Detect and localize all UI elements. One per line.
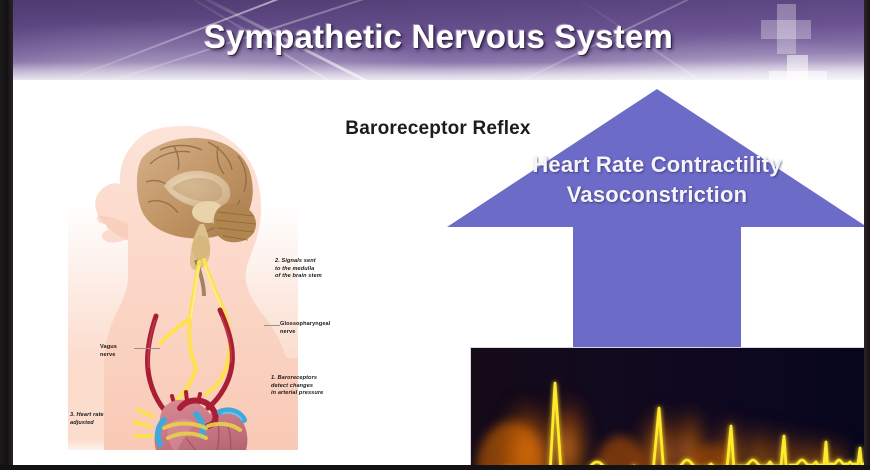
frame-left-border [0,0,13,470]
upward-arrow-shape [447,89,867,353]
annotation-heart-rate-adjusted: 3. Heart rate adjusted [70,412,104,426]
page-title: Sympathetic Nervous System [203,18,674,55]
annotation-glossopharyngeal-nerve: Glossopharyngeal nerve [280,321,331,335]
frame-bottom-border [0,465,870,470]
head-and-heart-diagram [95,126,298,450]
annotation-baroreceptors: 1. Baroreceptors detect changes in arter… [271,375,324,397]
annotation-vagus-nerve: Vagus nerve [100,344,117,358]
slide-header: Sympathetic Nervous System [13,0,864,86]
leader-line [134,348,160,349]
leader-line [264,325,280,326]
slide-body: Baroreceptor Reflex [13,80,869,470]
ecg-waveform-image [471,348,869,470]
baroreceptor-reflex-caption: Baroreceptor Reflex [345,118,531,139]
frame-right-border [864,0,870,470]
annotation-medulla: 2. Signals sent to the medulla of the br… [275,258,322,280]
ecg-trace-chart [471,348,869,470]
baroreceptor-anatomy-illustration: 1. Baroreceptors detect changes in arter… [68,120,330,450]
